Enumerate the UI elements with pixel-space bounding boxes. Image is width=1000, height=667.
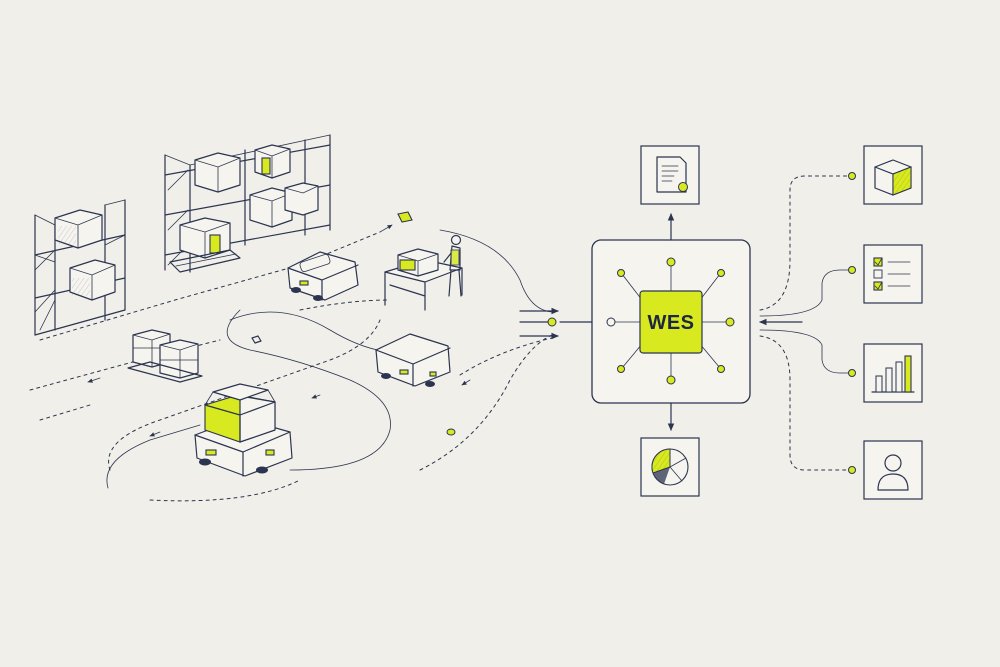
user-icon [863,440,923,500]
wes-hub: WES [591,239,751,404]
system-connectors [759,172,856,474]
floor-markers [251,211,456,436]
box-icon [863,145,923,205]
hub-input-arrows [519,307,593,340]
storage-rack-main [164,134,331,273]
checklist-icon [863,244,923,304]
amr-robot-2 [375,333,451,387]
storage-rack-left [34,199,126,336]
amr-robot-1 [287,251,359,301]
wes-label: WES [647,312,694,334]
floor-pallets [127,329,203,383]
amr-robot-3-loaded [194,383,293,477]
document-icon [640,145,700,205]
pie-chart-icon [640,437,700,497]
bar-chart-icon [863,343,923,403]
pick-station [384,234,463,311]
